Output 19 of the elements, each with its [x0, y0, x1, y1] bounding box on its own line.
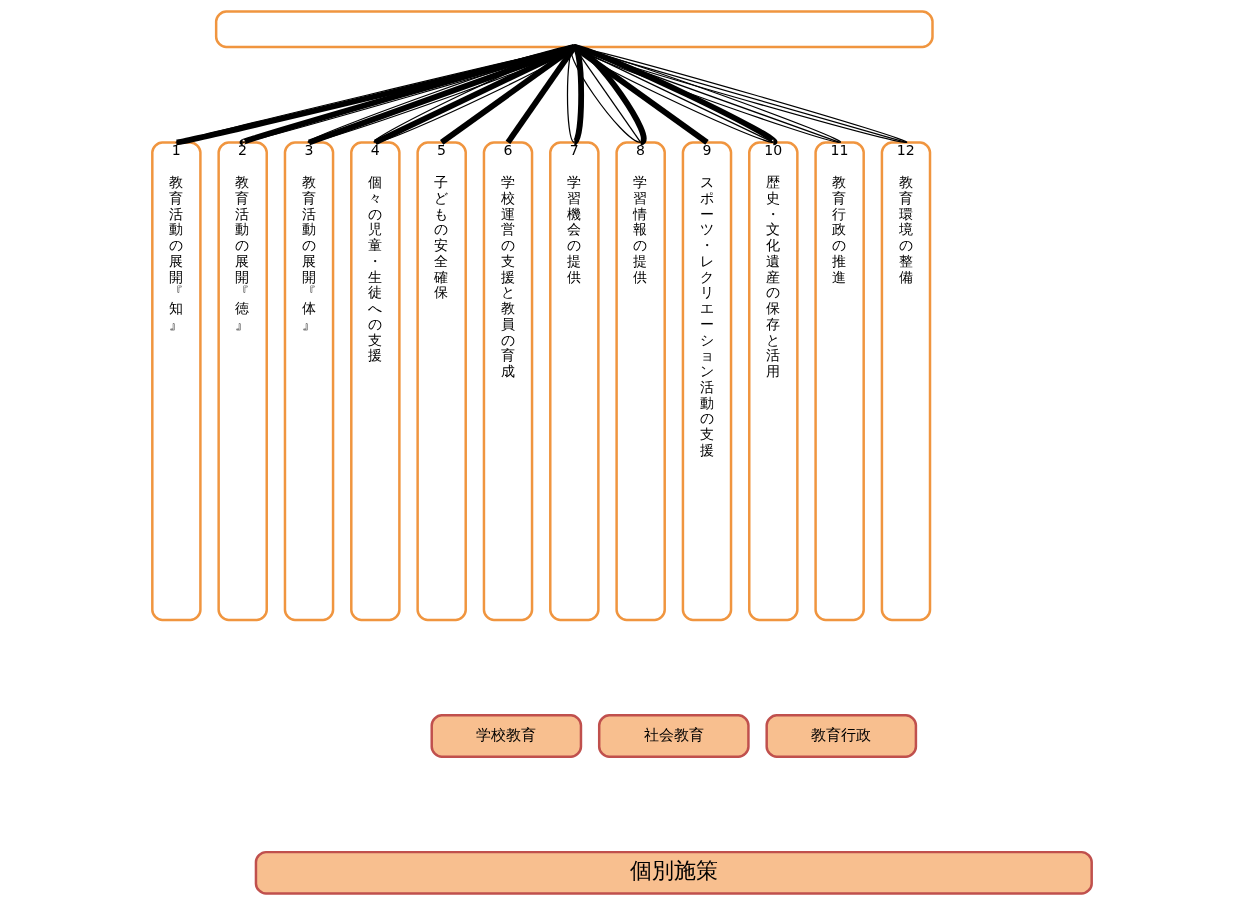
- node-box: 学校教育: [429, 714, 582, 759]
- node-box: 1 教育活動の展開『知』: [150, 141, 202, 622]
- node-box: 4 個々の児童・生徒への支援: [349, 141, 401, 622]
- connector: [573, 46, 907, 144]
- node-box: 6 学校運営の支援と教員の育成: [482, 141, 533, 622]
- node-box: 3 教育活動の展開『体』: [283, 141, 334, 622]
- node-box: 10 歴史・文化遺産の保存と活用: [747, 141, 799, 622]
- node-box: 教育行政: [764, 714, 917, 759]
- node-box: 8 学習情報の提供: [614, 141, 666, 622]
- node-box: 2 教育活動の展開『徳』: [216, 141, 268, 622]
- node-box: 12 教育環境の整備: [880, 141, 931, 622]
- connector: [573, 46, 840, 144]
- node-box: [214, 10, 934, 49]
- node-box: 7 学習機会の提供: [548, 141, 600, 622]
- node-box: 個別施策: [254, 850, 1093, 895]
- node-box: 9 スポーツ・レクリエーション活動の支援: [681, 141, 732, 622]
- node-box: 11 教育行政の推進: [813, 141, 865, 622]
- node-box: 社会教育: [597, 714, 750, 759]
- node-box: 5 子どもの安全確保: [415, 141, 467, 622]
